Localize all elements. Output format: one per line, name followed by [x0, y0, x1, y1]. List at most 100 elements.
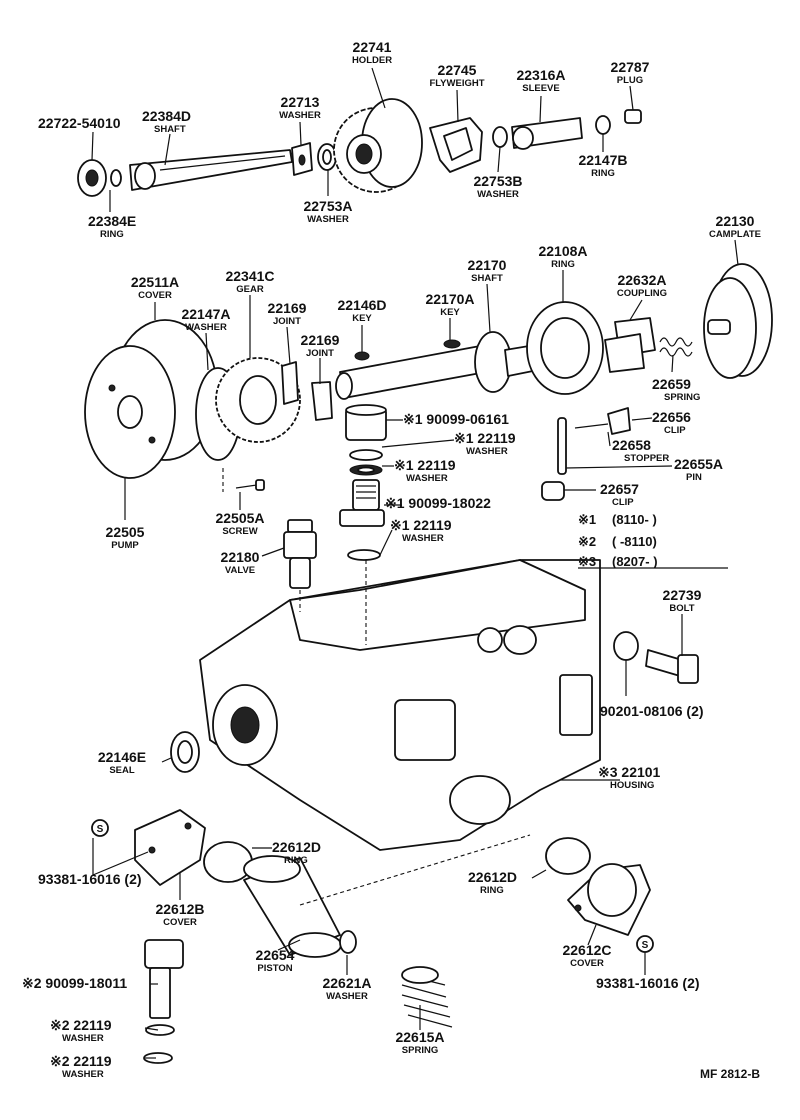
- part-number: 22384D: [142, 108, 191, 124]
- flyweight-22745-drawing: [429, 117, 483, 173]
- part-number: 22130: [716, 213, 755, 229]
- ring-22612D-left-drawing: [203, 841, 253, 883]
- part-number: 22659: [652, 376, 691, 392]
- screw-22505A-drawing: [235, 479, 265, 491]
- part-number: 22621A: [322, 975, 371, 991]
- part-name: COUPLING: [617, 288, 667, 299]
- ring-22108A-drawing: [526, 301, 604, 395]
- part-name: WASHER: [62, 1069, 104, 1080]
- washer-22119-upper-drawing: [349, 449, 383, 476]
- part-label-90099_18022: ※1 90099-18022: [385, 495, 491, 511]
- part-name: SHAFT: [471, 273, 503, 284]
- part-name: SEAL: [109, 765, 135, 776]
- part-name: GEAR: [236, 284, 264, 295]
- pump-cover-22511A-drawing: [84, 319, 218, 479]
- part-name: RING: [551, 259, 575, 270]
- part-name: VALVE: [225, 565, 255, 576]
- s-marker-right-text: S: [642, 940, 649, 951]
- part-number: 22180: [221, 549, 260, 565]
- part-name: FLYWEIGHT: [429, 78, 484, 89]
- part-number: 22787: [611, 59, 650, 75]
- part-number: ※2 22119: [50, 1017, 112, 1033]
- washer-22119-a-drawing: [145, 1024, 175, 1036]
- washer-22621A-drawing: [339, 930, 357, 954]
- ring-22722-drawing: [77, 159, 107, 197]
- key-22146D-drawing: [354, 351, 370, 361]
- part-number: 22654: [256, 947, 295, 963]
- part-name: SLEEVE: [522, 83, 560, 94]
- part-name: RING: [284, 855, 308, 866]
- part-label-93381a: 93381-16016 (2): [38, 871, 142, 887]
- part-number: ※2 90099-18011: [22, 975, 127, 991]
- part-name: PISTON: [257, 963, 292, 974]
- part-name: WASHER: [406, 473, 448, 484]
- washer-22713-drawing: [291, 142, 313, 176]
- part-name: PUMP: [111, 540, 139, 551]
- part-number: 22739: [663, 587, 702, 603]
- part-label-22722: 22722-54010: [38, 115, 121, 131]
- part-name: SCREW: [222, 526, 257, 537]
- note-range-2: ( -8110): [612, 534, 657, 549]
- part-name: WASHER: [62, 1033, 104, 1044]
- note-range-1: (8110- ): [612, 512, 657, 527]
- part-number: 22169: [301, 332, 340, 348]
- part-number: 22505: [106, 524, 145, 540]
- part-name: CLIP: [612, 497, 634, 508]
- part-number: 22511A: [131, 274, 179, 290]
- part-number: ※2 22119: [50, 1053, 112, 1069]
- part-name: RING: [100, 229, 124, 240]
- part-number: 22108A: [538, 243, 587, 259]
- sleeve-22316A-drawing: [511, 117, 583, 150]
- ring-22147B-drawing: [595, 115, 611, 135]
- part-name: WASHER: [307, 214, 349, 225]
- key-22170A-drawing: [443, 339, 461, 349]
- part-number: 22632A: [617, 272, 666, 288]
- bolt-90099-18011-drawing: [144, 939, 184, 1019]
- part-number: 22741: [353, 39, 392, 55]
- part-name: PLUG: [617, 75, 643, 86]
- washer-22119-b-drawing: [143, 1052, 173, 1064]
- part-name: KEY: [440, 307, 460, 318]
- part-name: CLIP: [664, 425, 686, 436]
- part-name: SHAFT: [154, 124, 186, 135]
- gear-22341C-drawing: [215, 357, 301, 443]
- part-name: KEY: [352, 313, 372, 324]
- hex-plug-90099-06161-drawing: [345, 404, 387, 441]
- leader-lines: [91, 67, 739, 1059]
- part-number: 90201-08106 (2): [600, 703, 704, 719]
- part-number: 22612D: [272, 839, 321, 855]
- valve-22180-drawing: [283, 519, 317, 589]
- part-name: SPRING: [664, 392, 700, 403]
- s-marker-left: S: [91, 819, 109, 837]
- part-name: HOLDER: [352, 55, 392, 66]
- washer-22753B-drawing: [492, 126, 508, 148]
- s-marker-left-text: S: [97, 824, 104, 835]
- piston-22654-drawing: [243, 855, 342, 958]
- stopper-22658-drawing: [574, 423, 609, 429]
- part-label-90201: 90201-08106 (2): [600, 703, 704, 719]
- part-name: CAMPLATE: [709, 229, 761, 240]
- spring-22615A-drawing: [401, 966, 453, 1028]
- part-number: ※1 90099-18022: [385, 495, 491, 511]
- part-number: 22745: [438, 62, 477, 78]
- part-number: 22753A: [303, 198, 352, 214]
